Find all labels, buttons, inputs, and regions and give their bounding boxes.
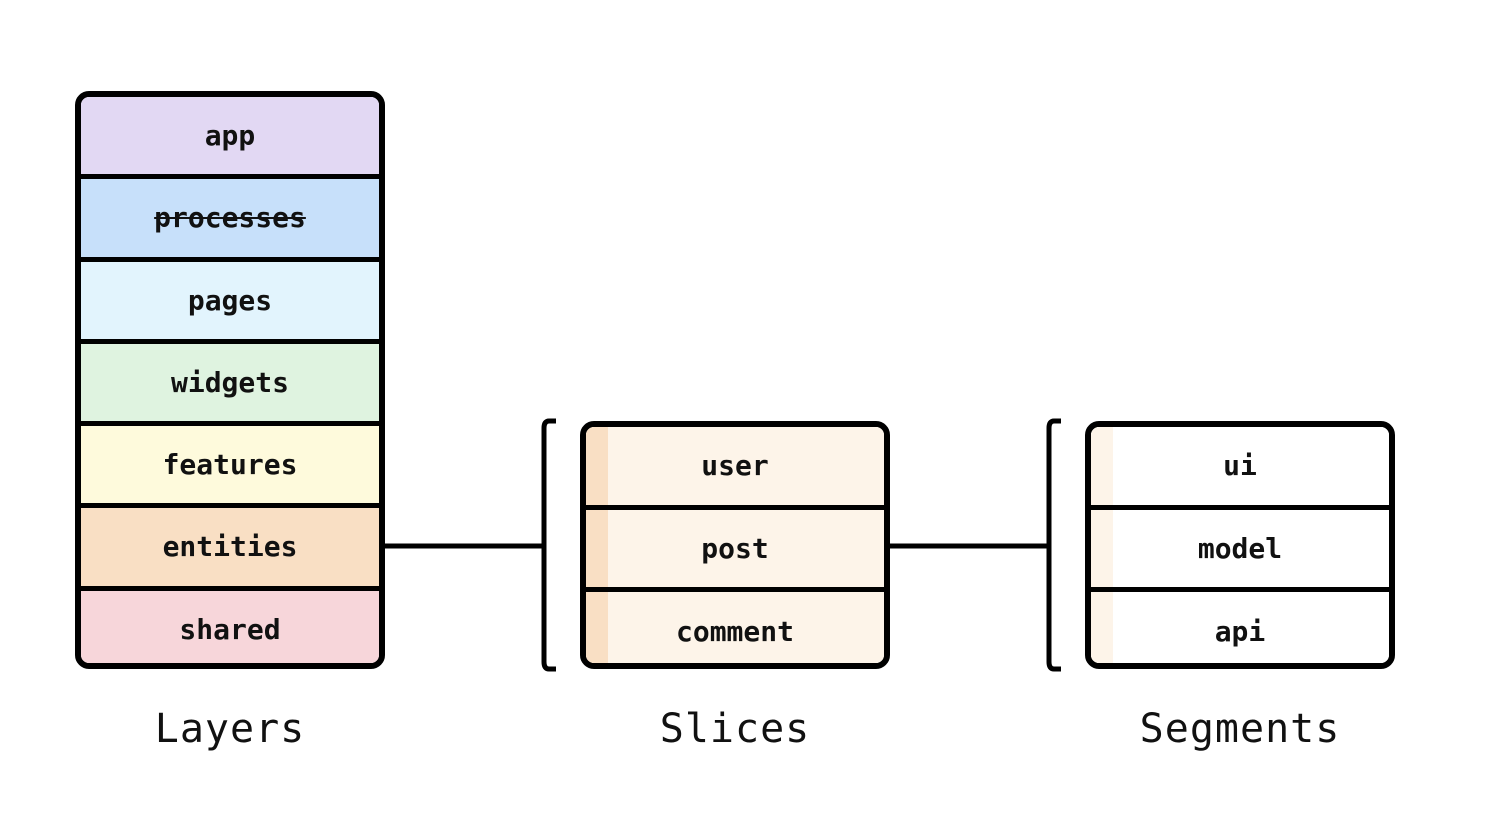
layer-label: app [204,119,256,153]
layer-widgets: widgets [81,338,379,422]
bracket-slices [541,418,556,672]
row-accent-strip [586,509,608,588]
layer-label: features [162,448,298,482]
segment-api: api [1091,587,1389,663]
slice-comment: comment [586,587,884,663]
segment-label: ui [1223,449,1257,483]
row-accent-strip [1091,427,1113,505]
layer-label: shared [179,612,281,646]
layer-app: app [81,97,379,175]
layer-label: pages [187,283,273,317]
layer-label: entities [162,530,298,564]
row-accent-strip [1091,592,1113,663]
layers-stack: app processes pages widgets features ent… [75,91,385,669]
layer-pages: pages [81,256,379,339]
segment-ui: ui [1091,427,1389,505]
layer-label: widgets [170,365,289,399]
row-accent-strip [586,427,608,505]
slice-post: post [586,504,884,588]
segments-stack: ui model api [1085,421,1395,669]
layer-processes: processes [81,174,379,257]
layer-entities: entities [81,503,379,586]
slice-label: comment [675,614,794,648]
row-accent-strip [586,592,608,663]
layer-features: features [81,421,379,504]
segments-caption: Segments [1139,706,1341,752]
slice-user: user [586,427,884,505]
slice-label: post [701,531,769,565]
slice-label: user [701,449,769,483]
segment-label: model [1197,531,1283,565]
row-accent-strip [1091,509,1113,588]
slices-caption: Slices [659,706,811,752]
layers-caption: Layers [154,706,306,752]
segment-model: model [1091,504,1389,588]
segment-label: api [1214,614,1266,648]
bracket-segments [1046,418,1061,672]
slices-stack: user post comment [580,421,890,669]
layer-label: processes [154,201,306,235]
layer-shared: shared [81,585,379,663]
